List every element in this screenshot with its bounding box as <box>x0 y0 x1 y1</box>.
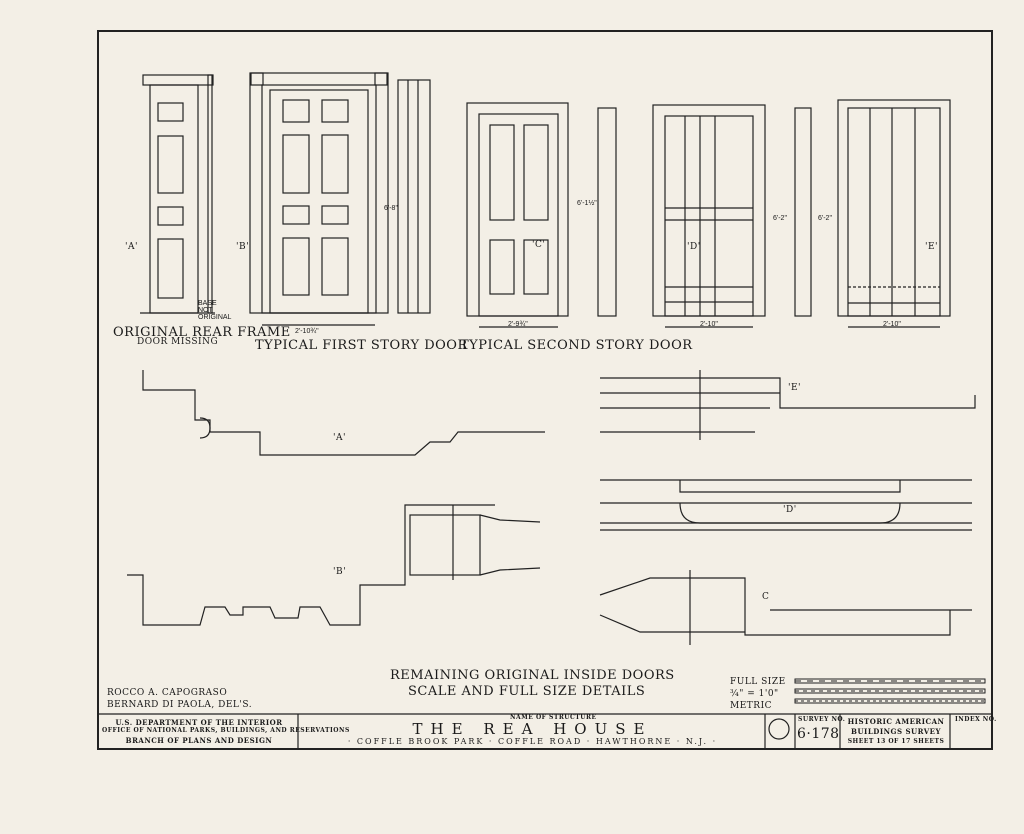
detail-e-profile <box>600 370 976 440</box>
caption-line-1: REMAINING ORIGINAL INSIDE DOORS <box>390 668 675 683</box>
detail-d-profile <box>600 479 972 531</box>
third-height-dim: 6'-2" <box>773 215 787 222</box>
detail-c-profile <box>599 570 972 645</box>
section-mark-d: 'D' <box>687 242 701 252</box>
habs-line-2: BUILDINGS SURVEY <box>851 727 941 736</box>
survey-label: SURVEY NO. <box>798 716 846 723</box>
section-mark-c: 'C' <box>532 240 546 250</box>
first-story-title: TYPICAL FIRST STORY DOOR <box>255 338 468 353</box>
second-story-title: TYPICAL SECOND STORY DOOR <box>460 338 693 353</box>
scale-full-size: FULL SIZE <box>730 677 786 687</box>
second-story-door-elevation <box>466 102 617 328</box>
scale-metric: METRIC <box>730 701 773 711</box>
agency-line-2: OFFICE OF NATIONAL PARKS, BUILDINGS, AND… <box>102 727 350 734</box>
rear-frame-subtitle: DOOR MISSING <box>137 337 219 347</box>
first-story-door-elevation <box>249 72 431 326</box>
second-width-dim: 2'-9¾" <box>508 321 528 328</box>
detail-a-label: 'A' <box>333 433 346 443</box>
title-block-lines <box>99 713 991 749</box>
sheet-border <box>97 30 993 750</box>
section-mark-a: 'A' <box>125 242 138 252</box>
detail-d-label: 'D' <box>783 505 797 515</box>
second-height-dim: 6'-1½" <box>577 200 597 207</box>
base-note: BASE NOT ORIGINAL <box>198 300 232 321</box>
structure-location: · COFFLE BROOK PARK · COFFLE ROAD · HAWT… <box>347 737 718 746</box>
index-label: INDEX NO. <box>955 716 997 723</box>
sheet-count: SHEET 13 OF 17 SHEETS <box>847 738 945 745</box>
detail-c-label: C <box>762 592 770 602</box>
fourth-door-elevation <box>837 99 951 328</box>
delineator-1: ROCCO A. CAPOGRASO <box>107 688 228 698</box>
agency-line-3: BRANCH OF PLANS AND DESIGN <box>125 736 273 745</box>
detail-b-label: 'B' <box>333 567 347 577</box>
structure-label: NAME OF STRUCTURE <box>510 714 597 721</box>
fourth-width-dim: 2'-10" <box>883 321 901 328</box>
detail-a-profile <box>142 370 545 456</box>
section-mark-e: 'E' <box>925 242 939 252</box>
first-height-dim: 6'-8" <box>384 205 398 212</box>
third-width-dim: 2'-10" <box>700 321 718 328</box>
rear-frame-elevation <box>140 74 215 314</box>
detail-e-label: 'E' <box>788 383 802 393</box>
caption-line-2: SCALE AND FULL SIZE DETAILS <box>408 684 646 699</box>
first-width-dim: 2'-10¾" <box>295 328 319 335</box>
agency-line-1: U.S. DEPARTMENT OF THE INTERIOR <box>115 718 283 727</box>
rear-frame-title: ORIGINAL REAR FRAME <box>113 325 291 340</box>
structure-name: THE REA HOUSE <box>412 720 653 738</box>
graphic-scales <box>794 678 986 704</box>
survey-number: 6·178 <box>797 726 840 742</box>
scale-three-quarter: ¾" = 1'0" <box>730 689 779 699</box>
habs-line-1: HISTORIC AMERICAN <box>847 717 945 726</box>
detail-b-profile <box>127 504 541 626</box>
fourth-height-dim: 6'-2" <box>818 215 832 222</box>
third-door-elevation <box>652 104 812 328</box>
section-mark-b: 'B' <box>236 242 250 252</box>
delineator-2: BERNARD DI PAOLA, DEL'S. <box>107 700 253 710</box>
